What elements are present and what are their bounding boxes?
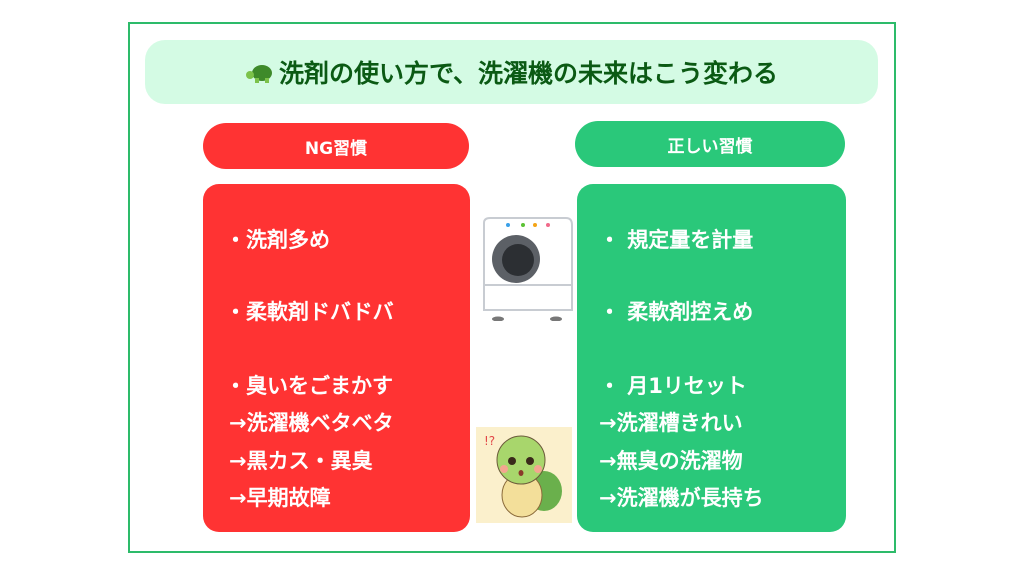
list-item: →無臭の洗濯物 — [599, 449, 743, 473]
list-item: →洗濯機ベタベタ — [229, 411, 394, 435]
list-item: ・柔軟剤ドバドバ — [225, 300, 394, 324]
list-item: →早期故障 — [229, 486, 331, 510]
title-text: 洗剤の使い方で、洗濯機の未来はこう変わる — [278, 59, 778, 88]
title-banner: 洗剤の使い方で、洗濯機の未来はこう変わる — [145, 40, 878, 104]
infographic-frame — [128, 22, 896, 553]
worried-turtle-illustration: !? — [476, 427, 572, 523]
list-item: ・ 月1リセット — [599, 374, 747, 398]
good-habit-list: ・ 規定量を計量 ・ 柔軟剤控えめ ・ 月1リセット →洗濯槽きれい →無臭の洗… — [577, 184, 846, 532]
washing-machine-icon — [483, 217, 573, 321]
good-habit-header: 正しい習慣 — [575, 121, 845, 167]
list-item: →洗濯槽きれい — [599, 411, 743, 435]
list-item: →洗濯機が長持ち — [599, 486, 764, 510]
list-item: →黒カス・異臭 — [229, 449, 373, 473]
svg-text:!?: !? — [484, 434, 495, 448]
list-item: ・臭いをごまかす — [225, 374, 393, 398]
list-item: ・ 規定量を計量 — [599, 228, 754, 252]
ng-habit-header: NG習慣 — [203, 123, 469, 169]
turtle-icon — [245, 65, 272, 83]
list-item: ・洗剤多め — [225, 228, 330, 252]
ng-habit-list: ・洗剤多め ・柔軟剤ドバドバ ・臭いをごまかす →洗濯機ベタベタ →黒カス・異臭… — [203, 184, 470, 532]
list-item: ・ 柔軟剤控えめ — [599, 300, 754, 324]
